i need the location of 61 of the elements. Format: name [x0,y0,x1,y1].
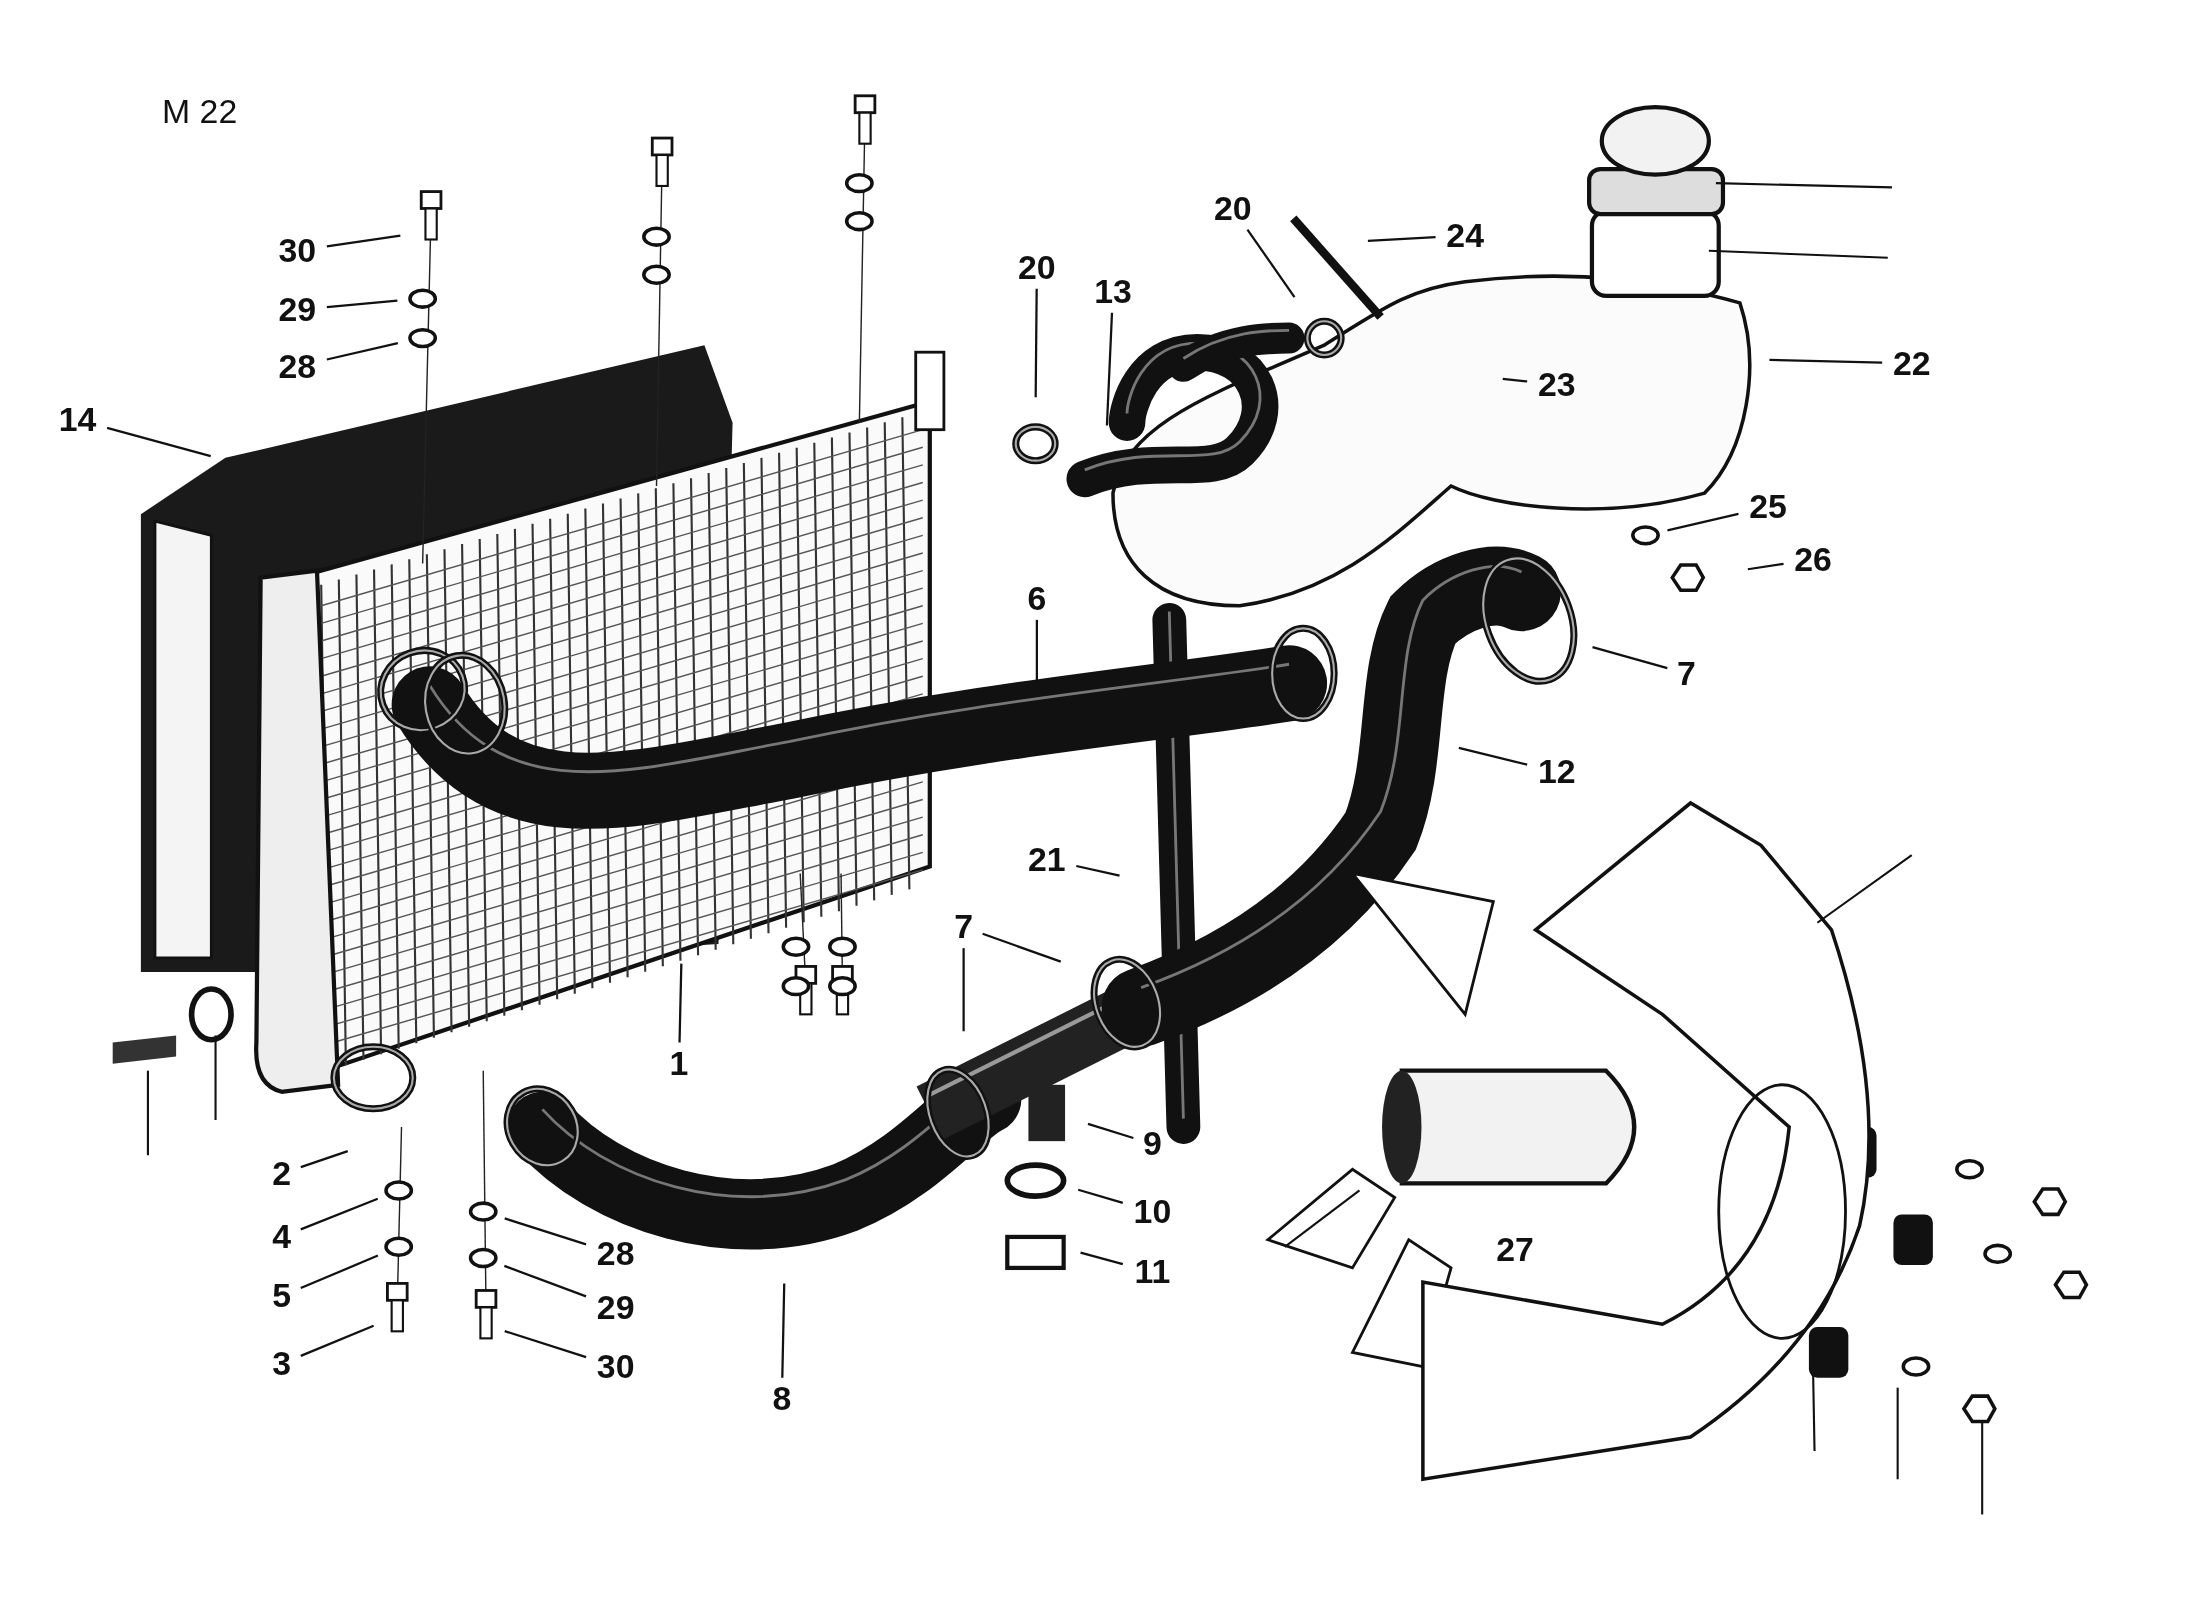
leader-line [1367,235,1436,243]
leader-line [300,1197,379,1231]
callout-number: 14 [52,401,103,439]
callout-number: 29 [271,291,323,329]
leader-line [1246,229,1296,298]
callout-number: 11 [1127,1253,1178,1291]
leader-line [300,1254,379,1290]
callout-number: 1 [664,1045,694,1082]
leader-line [1592,646,1668,670]
leader-line [982,932,1062,963]
callout-number: 12 [1531,753,1583,791]
leader-line [504,1217,587,1246]
callout-number: 26 [1787,541,1839,578]
leader-line [1034,288,1038,398]
leader-line [300,1324,375,1357]
leader-line [326,342,399,361]
callout-number: 22 [1886,345,1938,382]
leader-line [1035,619,1038,682]
callout-number: 25 [1742,488,1794,526]
leader-line [1458,746,1528,766]
leader-line [504,1330,587,1359]
leader-line [106,426,211,458]
callout-number: 7 [948,908,979,946]
drawing-code: M 22 [162,91,238,131]
callout-number: 21 [1021,841,1073,878]
leader-line [1105,312,1114,426]
callout-number: 3 [266,1345,297,1383]
callout-number: 2 [266,1155,297,1192]
callout-number: 13 [1087,273,1139,310]
leader-line [962,948,965,1032]
leader-line [1502,377,1528,383]
callout-number: 9 [1137,1125,1168,1163]
callout-number: 24 [1439,216,1491,254]
leader-line [1769,358,1883,364]
leader-line [678,963,683,1043]
leader-line [300,1150,349,1169]
leader-line [1747,562,1784,571]
callout-number: 4 [266,1218,297,1256]
leader-line [1080,1251,1124,1266]
leader-line [1667,512,1739,532]
callout-number: 5 [266,1277,297,1315]
leader-line [781,1283,786,1378]
callout-number: 29 [590,1289,641,1326]
callout-number: 8 [767,1380,797,1418]
callout-number: 28 [590,1235,641,1273]
leader-line [326,299,398,309]
callout-number: 27 [1496,1229,1534,1270]
callout-number: 10 [1127,1193,1178,1230]
callout-number: 28 [271,347,323,385]
leader-line [1077,1188,1124,1204]
callout-number: 23 [1531,366,1583,403]
leader-line [326,234,401,248]
leader-line [503,1264,587,1298]
callout-number: 30 [271,232,323,270]
leader-line [1087,1122,1134,1140]
callout-number: 7 [1671,655,1702,692]
leader-line [1076,864,1120,877]
callout-number: 6 [1022,580,1052,618]
callout-number: 20 [1011,249,1063,286]
callout-number: 30 [590,1348,641,1385]
callout-number: 20 [1207,190,1259,227]
